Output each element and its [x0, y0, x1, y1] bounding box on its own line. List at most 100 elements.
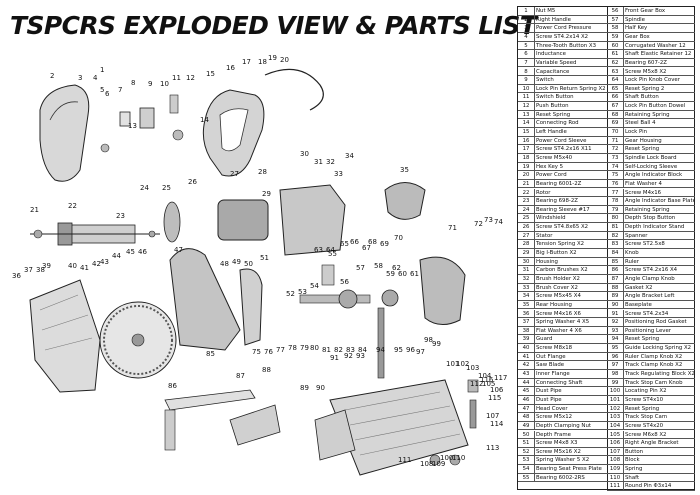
- part-number: 38: [518, 326, 535, 335]
- part-name: Depth Frame: [536, 431, 571, 438]
- part-name: Screw M8x18: [536, 345, 573, 352]
- part-callout-10: 10: [160, 80, 169, 88]
- part-callout-112: 112: [470, 380, 483, 388]
- part-callout-107: 107: [486, 412, 499, 420]
- part-name: Switch Button: [536, 94, 574, 101]
- gear-housing: [419, 256, 466, 325]
- part-number: 107: [607, 447, 624, 456]
- part-name: Power Cord Sleeve: [536, 137, 587, 144]
- part-name: Round Pin Φ3x14: [625, 483, 672, 490]
- part-name: Half Key: [625, 25, 648, 32]
- part-number: 71: [607, 136, 624, 145]
- part-number: 96: [607, 352, 624, 361]
- part-name: Screw M5x8 X2: [625, 68, 667, 75]
- part-number: 70: [607, 128, 624, 136]
- part-number: 5: [518, 41, 535, 50]
- part-name: Power Cord: [536, 172, 567, 179]
- part-number: 58: [607, 24, 624, 32]
- part-callout-35: 35: [400, 166, 409, 174]
- part-number: 41: [518, 352, 535, 361]
- part-name: Screw ST4.2x34: [625, 310, 669, 317]
- right-handle: [39, 84, 90, 182]
- part-callout-57: 57: [356, 264, 365, 272]
- part-name: Screw ST4.2x14 X2: [536, 33, 589, 40]
- part-number: 105: [607, 430, 624, 439]
- part-number: 47: [518, 404, 535, 413]
- part-number: 1: [518, 7, 535, 15]
- part-callout-13: 13: [128, 122, 137, 130]
- part-name: Stator: [536, 232, 553, 239]
- part-callout-115: 115: [488, 394, 501, 402]
- part-callout-55: 55: [328, 250, 337, 258]
- part-callout-45: 45: [126, 248, 135, 256]
- part-name: Rotor: [536, 189, 551, 196]
- part-number: 99: [607, 378, 624, 387]
- part-name: Retaining Spring: [625, 111, 670, 118]
- part-callout-95: 95: [394, 346, 403, 354]
- part-callout-12: 12: [186, 74, 195, 82]
- part-number: 3: [518, 24, 535, 32]
- part-callout-94: 94: [376, 346, 385, 354]
- part-name: Capacitance: [536, 68, 570, 75]
- part-callout-73: 73: [484, 216, 493, 224]
- part-name: Track Stop Cam: [625, 414, 668, 421]
- part-name: Reset Spring: [625, 146, 660, 153]
- part-name: Housing: [536, 258, 558, 265]
- part-callout-62: 62: [392, 264, 401, 272]
- part-callout-64: 64: [326, 246, 335, 254]
- part-number: 59: [607, 32, 624, 41]
- part-number: 61: [607, 50, 624, 58]
- part-number: 54: [518, 465, 535, 473]
- windshield: [163, 201, 181, 243]
- part-callout-47: 47: [174, 246, 183, 254]
- part-callout-93: 93: [356, 352, 365, 360]
- part-callout-74: 74: [494, 218, 503, 226]
- part-name: Knob: [625, 250, 639, 256]
- part-callout-61: 61: [410, 270, 419, 278]
- part-callout-103: 103: [466, 364, 479, 372]
- part-name: Carbon Brushes X2: [536, 267, 588, 274]
- part-number: 74: [607, 162, 624, 171]
- part-callout-68: 68: [368, 238, 377, 246]
- part-name: Track Stop Cam Knob: [625, 379, 683, 386]
- part-callout-58: 58: [374, 262, 383, 270]
- part-name: Push Button: [536, 103, 569, 110]
- part-number: 22: [518, 188, 535, 197]
- part-name: Bearing 6001-2Z: [536, 180, 582, 187]
- part-callout-38: 38: [36, 266, 45, 274]
- part-name: Hex Key 5: [536, 163, 564, 170]
- part-callout-83: 83: [346, 346, 355, 354]
- part-number: 14: [518, 119, 535, 128]
- part-number: 20: [518, 171, 535, 179]
- part-name: Connecting Shaft: [536, 379, 583, 386]
- part-number: 94: [607, 335, 624, 344]
- part-name: Flat Washer 4 X6: [536, 327, 582, 334]
- part-name: Front Gear Box: [625, 8, 666, 14]
- part-number: 31: [518, 266, 535, 274]
- part-number: 6: [518, 50, 535, 58]
- part-number: 21: [518, 179, 535, 188]
- part-callout-41: 41: [80, 264, 89, 272]
- part-number: 46: [518, 395, 535, 404]
- part-callout-36: 36: [12, 272, 21, 280]
